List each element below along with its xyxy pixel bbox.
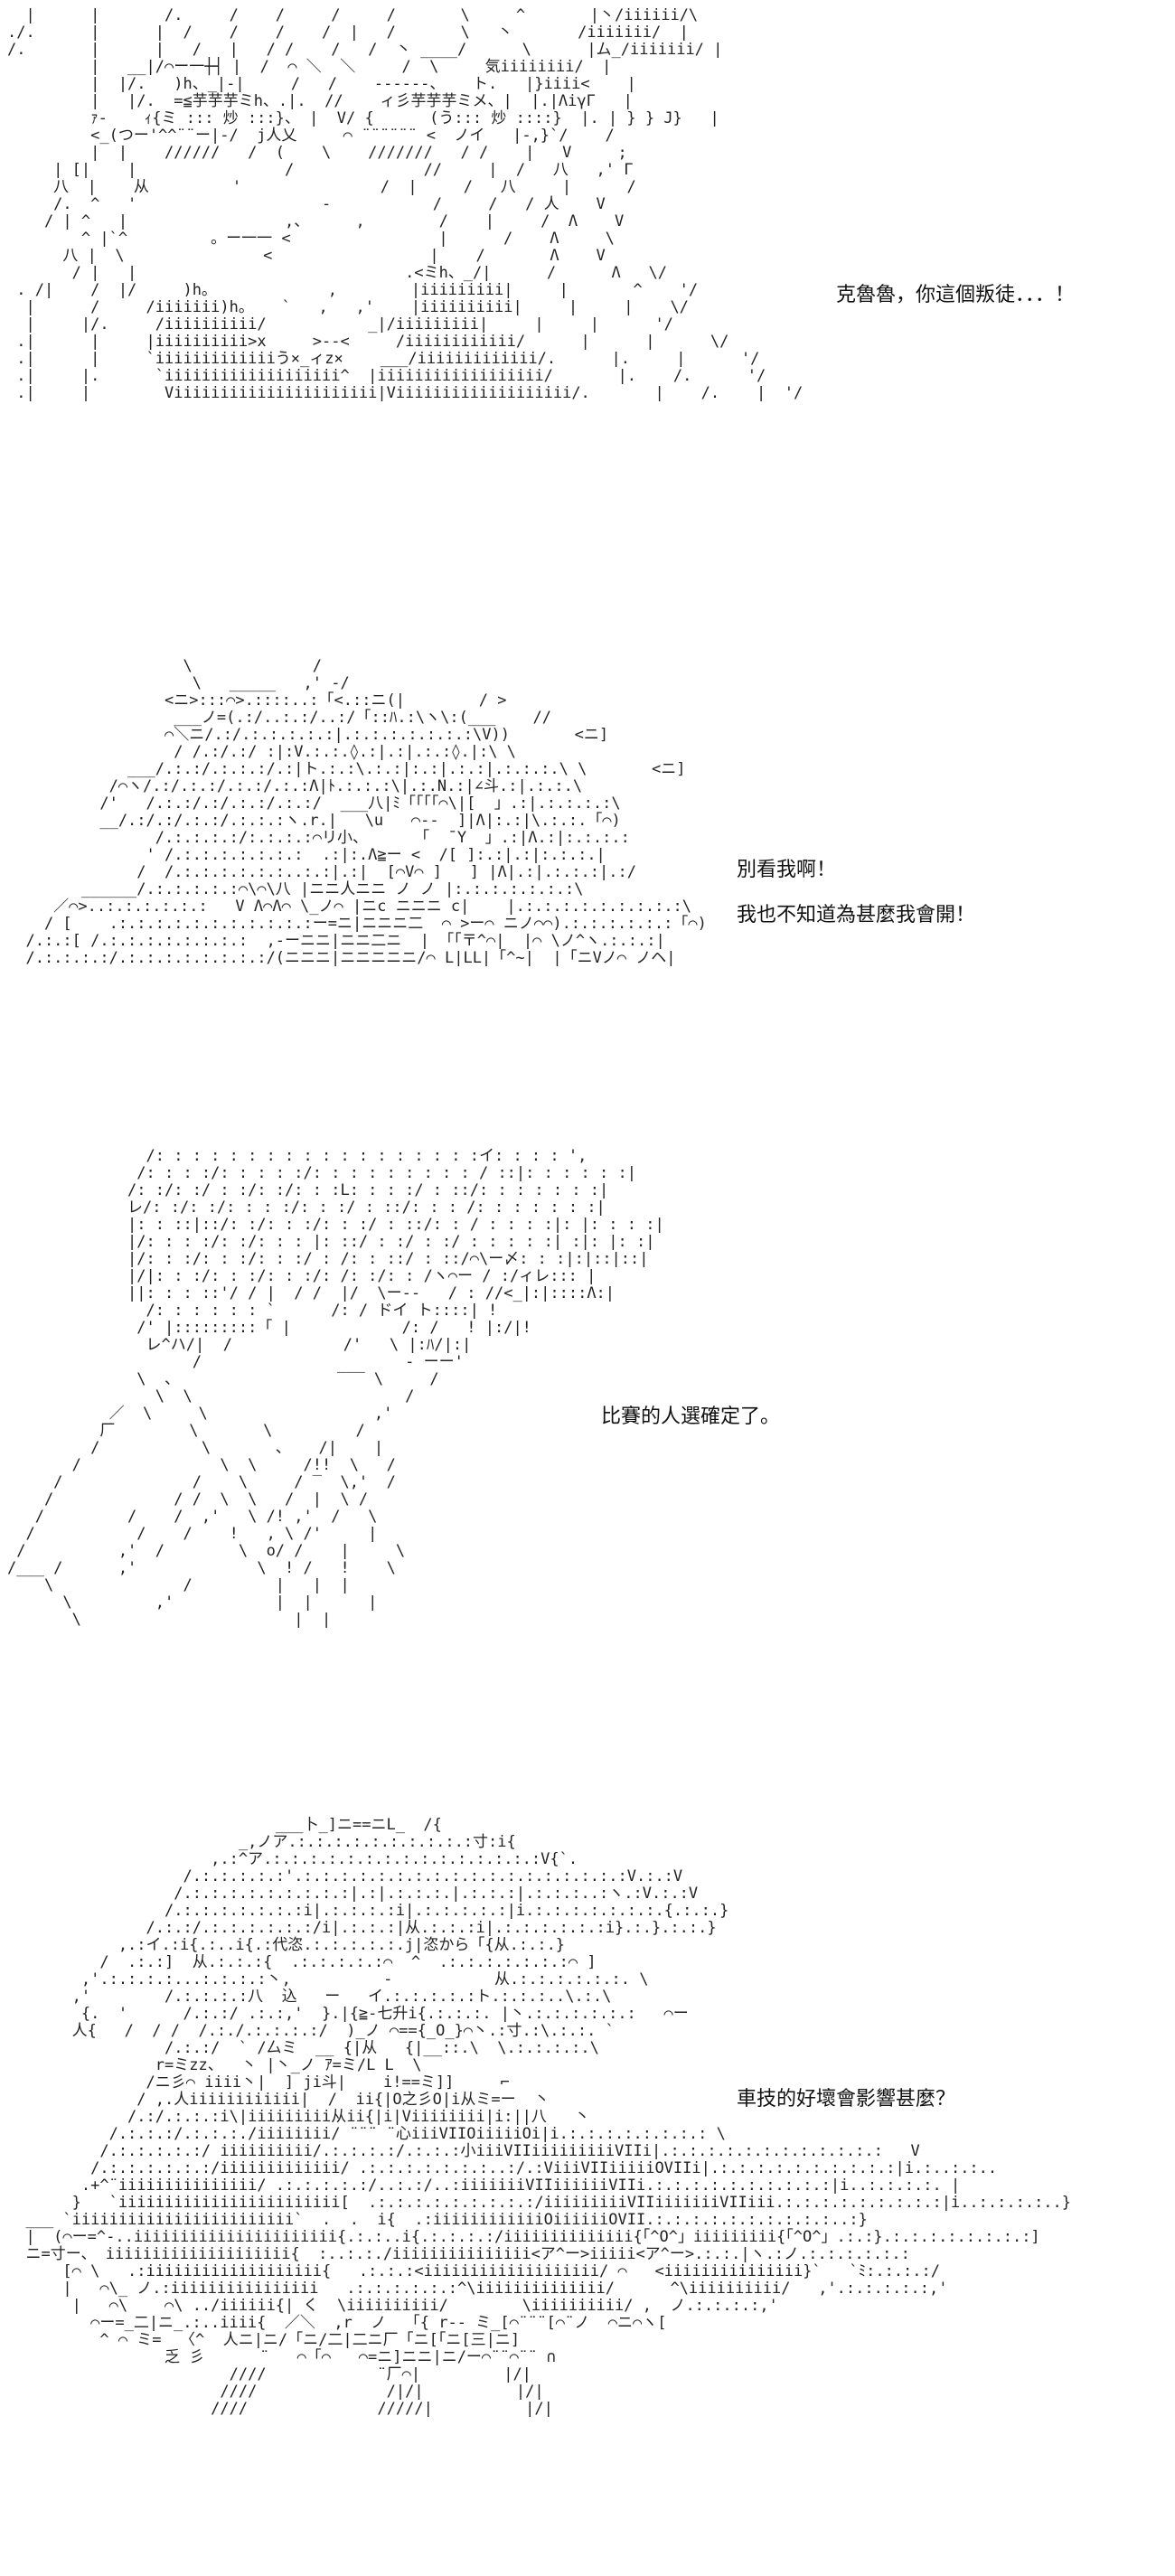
ascii-art-panel-3: /: : : : : : : : : : : : : : : : : :イ: :… bbox=[7, 1147, 664, 1629]
ascii-art-panel-4: ___卜_]ニ==ニL_ /{ _,ノア.:.:.:.:.:.:.:.:.:.:… bbox=[25, 1816, 1072, 2418]
ascii-art-panel-2: \ / \ _____ ,' -/ <ニ>:::⌒>.::::..:「<.::ニ… bbox=[25, 657, 707, 967]
panel-3: /: : : : : : : : : : : : : : : : : :イ: :… bbox=[0, 1112, 1175, 1799]
ascii-art-panel-1: | | /. / / / / \ ^ |丶/iiiiii/\ ./. | | /… bbox=[7, 6, 804, 402]
caption-panel-3-line-1: 比賽的人選確定了。 bbox=[601, 1406, 781, 1428]
panel-4: ___卜_]ニ==ニL_ /{ _,ノア.:.:.:.:.:.:.:.:.:.:… bbox=[0, 1799, 1175, 2576]
caption-panel-4-line-1: 車技的好壞會影響甚麼？ bbox=[737, 2088, 956, 2111]
caption-panel-1-line-1: 克魯魯，你這個叛徒．．．！ bbox=[836, 284, 1076, 306]
panel-1: | | /. / / / / \ ^ |丶/iiiiii/\ ./. | | /… bbox=[0, 0, 1175, 633]
panel-2: \ / \ _____ ,' -/ <ニ>:::⌒>.::::..:「<.::ニ… bbox=[0, 633, 1175, 1112]
caption-panel-2-line-1: 別看我啊！ bbox=[737, 859, 837, 881]
caption-panel-2-line-2: 我也不知道為甚麼我會開！ bbox=[737, 904, 976, 926]
